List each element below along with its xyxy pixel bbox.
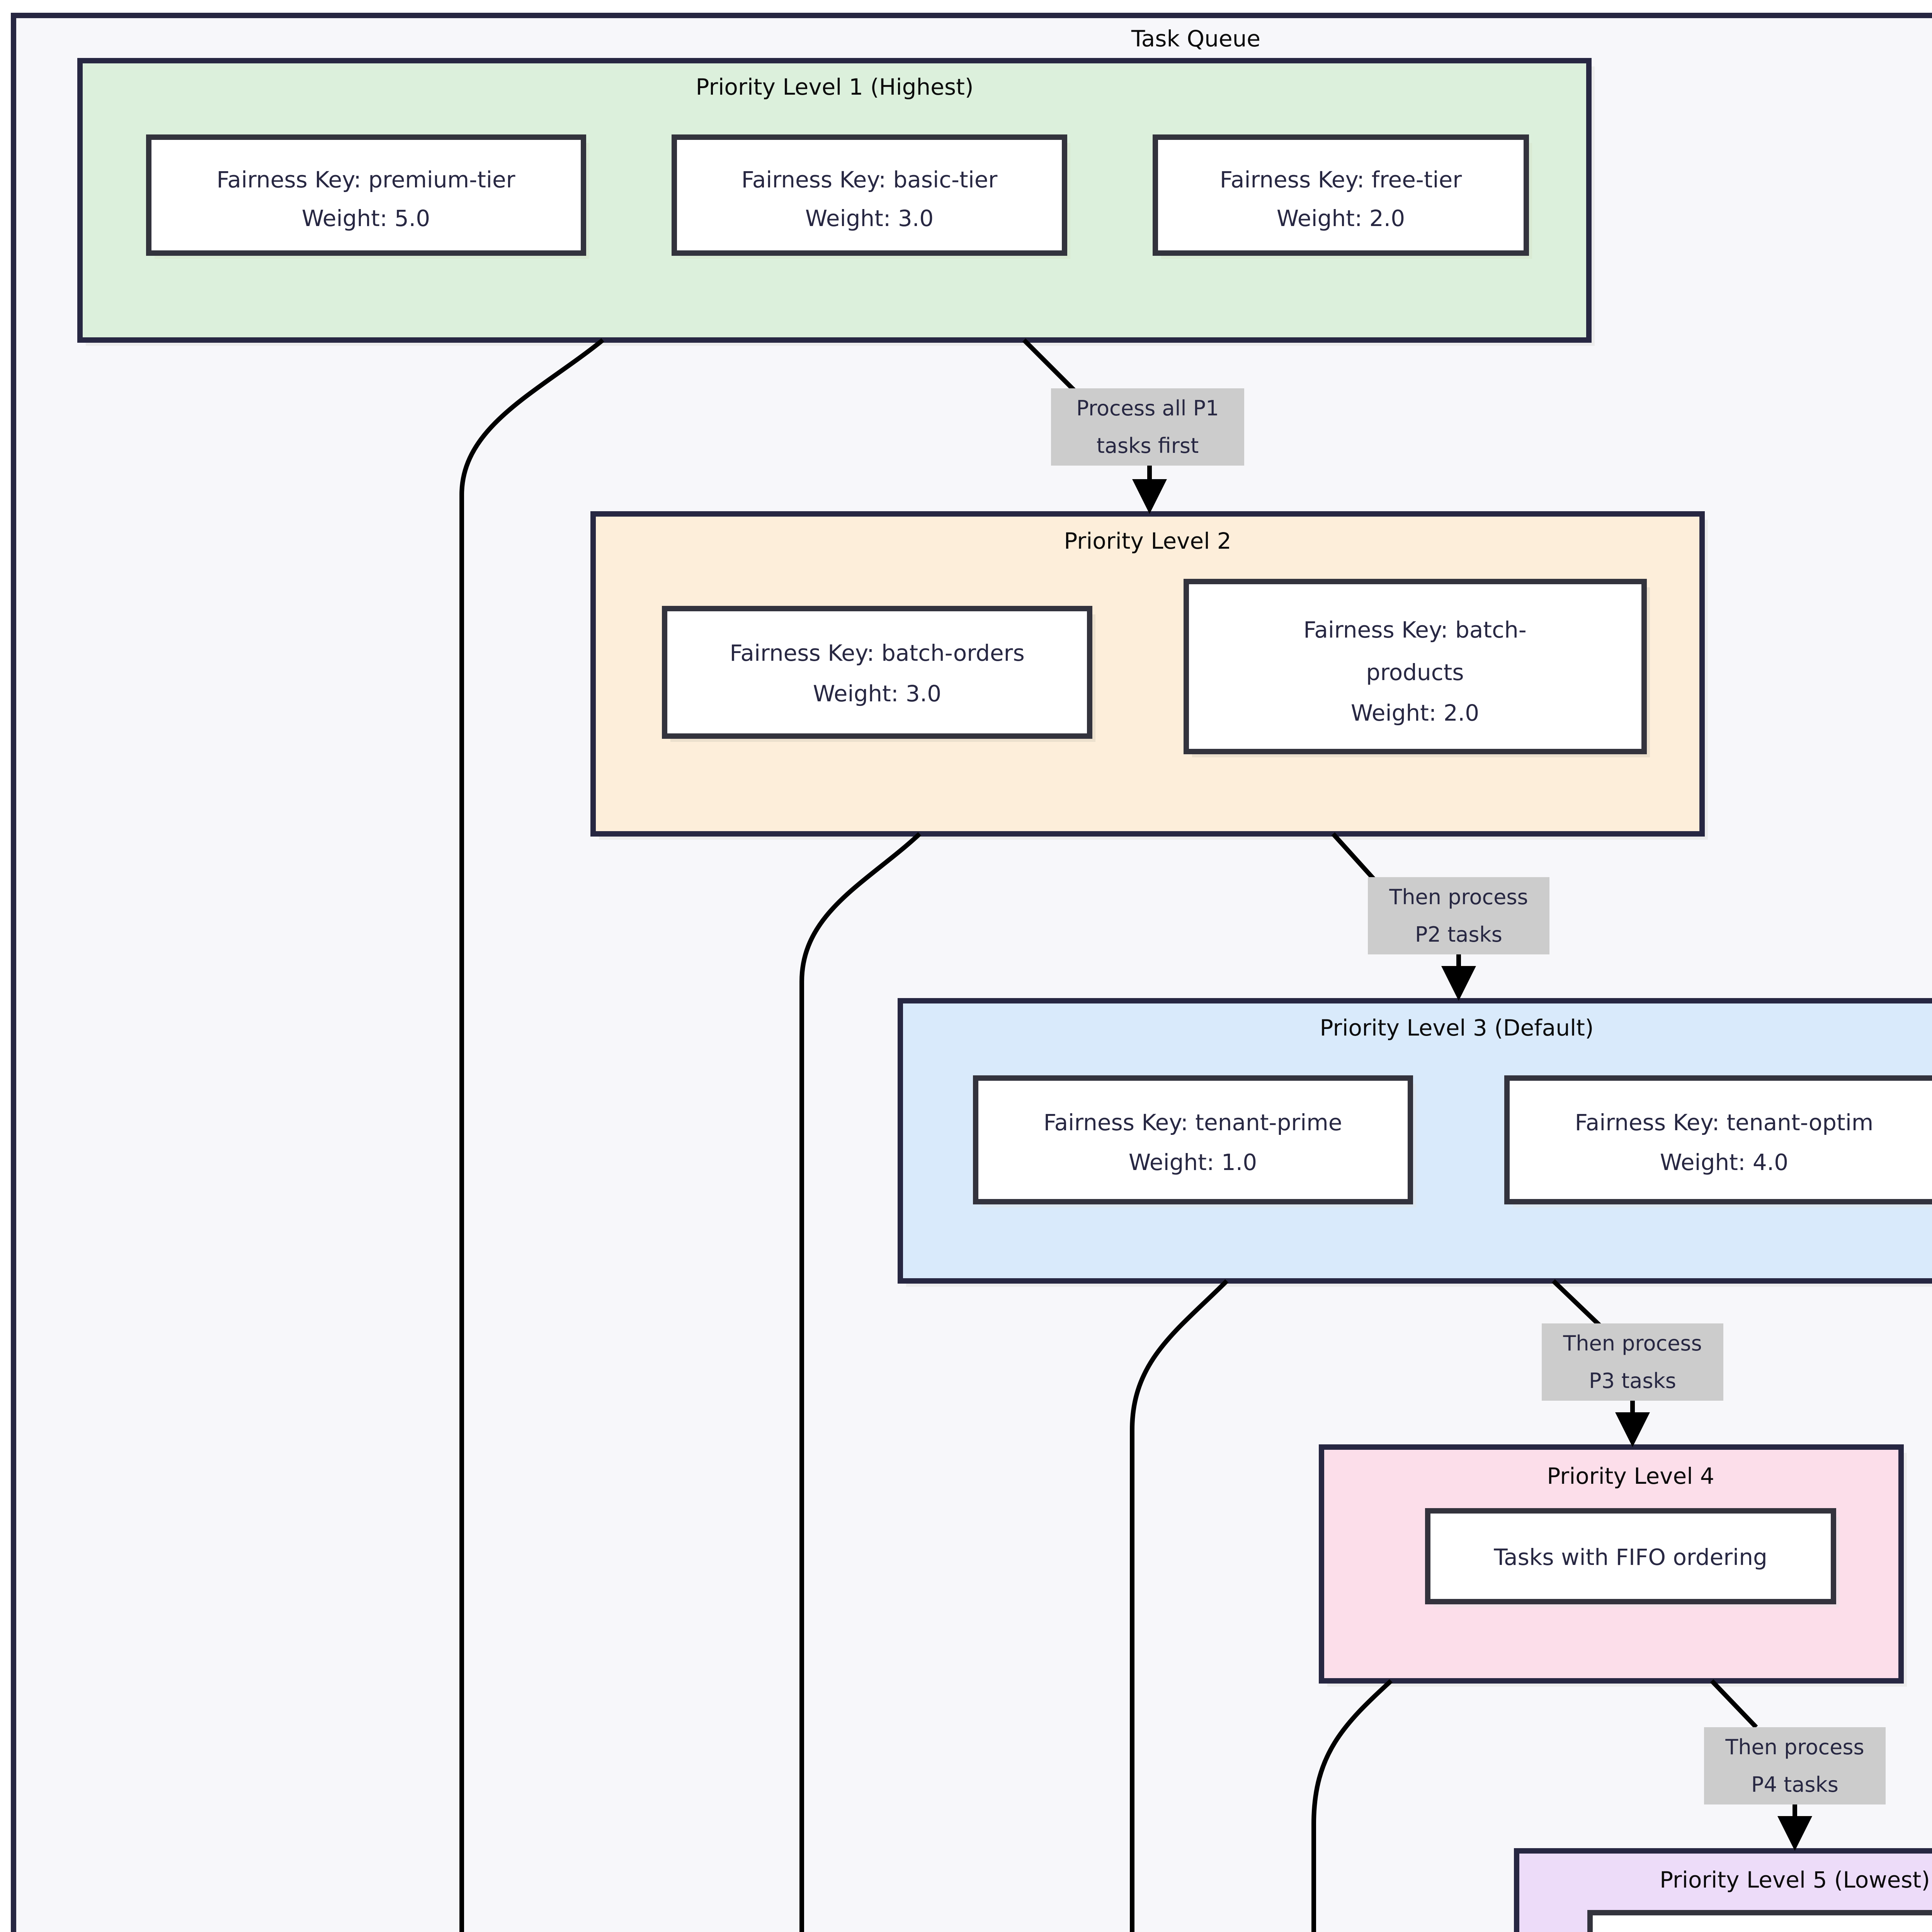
cluster-priority-level-3: Priority Level 3 (Default) Fairness Key:… xyxy=(898,998,1932,1287)
edge-label-p1-p2: Process all P1 tasks first xyxy=(1051,388,1244,466)
p2-products-rect[interactable] xyxy=(1184,579,1647,754)
p2-products-line-3: Weight: 2.0 xyxy=(1351,700,1479,726)
p1-free-rect[interactable] xyxy=(1153,134,1529,256)
p1-free-line-2: Weight: 2.0 xyxy=(1277,205,1405,231)
edge-label-p1-p2-bg xyxy=(1051,388,1244,466)
edge-p1-p2-path-top xyxy=(1022,338,1076,392)
edge-label-p4-p5: Then process P4 tasks xyxy=(1704,1727,1886,1804)
edge-p1-to-workers xyxy=(459,338,604,1932)
p1-free-line-1: Fairness Key: free-tier xyxy=(1220,167,1462,193)
edge-p2-p3-path-top xyxy=(1331,832,1378,883)
p3-prime-rect[interactable] xyxy=(973,1075,1413,1204)
p3-optim-line-2: Weight: 4.0 xyxy=(1660,1149,1788,1175)
p2-products-line-1: Fairness Key: batch- xyxy=(1303,617,1526,643)
edge-label-p2-p3-line-1: Then process xyxy=(1389,885,1528,909)
p4-fifo-line-1: Tasks with FIFO ordering xyxy=(1493,1544,1767,1570)
edge-p3-p4-path-top xyxy=(1551,1279,1602,1327)
p5-title: Priority Level 5 (Lowest) xyxy=(1660,1867,1930,1893)
edge-p4-workers-path xyxy=(1311,1679,1393,1932)
edge-label-p3-p4: Then process P3 tasks xyxy=(1542,1323,1723,1401)
p5-fifo-rect[interactable] xyxy=(1587,1910,1932,1932)
p2-orders-line-1: Fairness Key: batch-orders xyxy=(730,640,1024,666)
edge-p3-to-workers xyxy=(1130,1279,1229,1932)
edge-p3-workers-path xyxy=(1130,1279,1229,1932)
edge-label-p2-p3-line-2: P2 tasks xyxy=(1415,922,1502,947)
edge-label-p4-p5-bg xyxy=(1704,1727,1886,1804)
edge-label-p4-p5-line-1: Then process xyxy=(1725,1735,1864,1759)
p2-title: Priority Level 2 xyxy=(1064,528,1231,554)
p3-prime-line-1: Fairness Key: tenant-prime xyxy=(1044,1109,1342,1136)
p1-premium-line-2: Weight: 5.0 xyxy=(302,205,430,231)
edge-p3-p4-arrowhead xyxy=(1615,1412,1650,1447)
node-p1-premium[interactable]: Fairness Key: premium-tier Weight: 5.0 xyxy=(146,134,589,259)
cluster-priority-level-5: Priority Level 5 (Lowest) Tasks with FIF… xyxy=(1514,1848,1932,1932)
p2-products-line-2: products xyxy=(1366,659,1464,685)
edge-label-p2-p3-bg xyxy=(1368,877,1549,954)
task-queue-title: Task Queue xyxy=(1131,26,1260,52)
p4-fifo-rect[interactable] xyxy=(1425,1508,1836,1604)
p3-prime-line-2: Weight: 1.0 xyxy=(1129,1149,1257,1175)
p1-basic-rect[interactable] xyxy=(672,134,1067,256)
node-p4-fifo[interactable]: Tasks with FIFO ordering xyxy=(1425,1508,1839,1607)
edge-p4-p5-arrowhead xyxy=(1777,1816,1812,1851)
p1-basic-line-1: Fairness Key: basic-tier xyxy=(742,167,998,193)
p1-title: Priority Level 1 (Highest) xyxy=(696,74,974,100)
edge-p4-to-workers xyxy=(1311,1679,1393,1932)
node-p5-fifo[interactable]: Tasks with FIFO ordering xyxy=(1587,1910,1932,1932)
edge-label-p1-p2-line-1: Process all P1 xyxy=(1076,396,1219,420)
edge-p4-p5-path-top xyxy=(1710,1679,1758,1729)
p3-optim-rect[interactable] xyxy=(1504,1075,1932,1204)
cluster-priority-level-1: Priority Level 1 (Highest) Fairness Key:… xyxy=(77,58,1595,346)
node-p1-free[interactable]: Fairness Key: free-tier Weight: 2.0 xyxy=(1153,134,1532,259)
p1-premium-rect[interactable] xyxy=(146,134,586,256)
p1-premium-line-1: Fairness Key: premium-tier xyxy=(216,167,515,193)
p2-orders-rect[interactable] xyxy=(662,606,1092,739)
node-p2-batch-orders[interactable]: Fairness Key: batch-orders Weight: 3.0 xyxy=(662,606,1095,742)
edge-p1-workers-path xyxy=(459,338,604,1932)
edge-p1-p2-arrowhead xyxy=(1132,479,1167,514)
node-p2-batch-products[interactable]: Fairness Key: batch- products Weight: 2.… xyxy=(1184,579,1650,757)
cluster-priority-level-2: Priority Level 2 Fairness Key: batch-ord… xyxy=(590,511,1708,840)
edge-label-p3-p4-line-1: Then process xyxy=(1563,1331,1702,1355)
edge-label-p4-p5-line-2: P4 tasks xyxy=(1751,1772,1838,1797)
node-p3-tenant-optim[interactable]: Fairness Key: tenant-optim Weight: 4.0 xyxy=(1504,1075,1932,1208)
edge-p2-to-workers xyxy=(799,832,922,1932)
p3-title: Priority Level 3 (Default) xyxy=(1320,1015,1594,1041)
node-p3-tenant-prime[interactable]: Fairness Key: tenant-prime Weight: 1.0 xyxy=(973,1075,1416,1208)
p1-basic-line-2: Weight: 3.0 xyxy=(805,205,934,231)
p2-orders-line-2: Weight: 3.0 xyxy=(813,680,941,707)
cluster-priority-level-4: Priority Level 4 Tasks with FIFO orderin… xyxy=(1319,1444,1907,1687)
edge-label-p1-p2-line-2: tasks first xyxy=(1097,434,1199,458)
node-p1-basic[interactable]: Fairness Key: basic-tier Weight: 3.0 xyxy=(672,134,1070,259)
edge-label-p3-p4-line-2: P3 tasks xyxy=(1589,1369,1676,1393)
edge-p2-workers-path xyxy=(799,832,922,1932)
p4-title: Priority Level 4 xyxy=(1547,1463,1714,1489)
p3-optim-line-1: Fairness Key: tenant-optim xyxy=(1575,1109,1874,1136)
edge-p2-p3-arrowhead xyxy=(1441,966,1476,1001)
edge-label-p3-p4-bg xyxy=(1542,1323,1723,1401)
edge-label-p2-p3: Then process P2 tasks xyxy=(1368,877,1549,954)
